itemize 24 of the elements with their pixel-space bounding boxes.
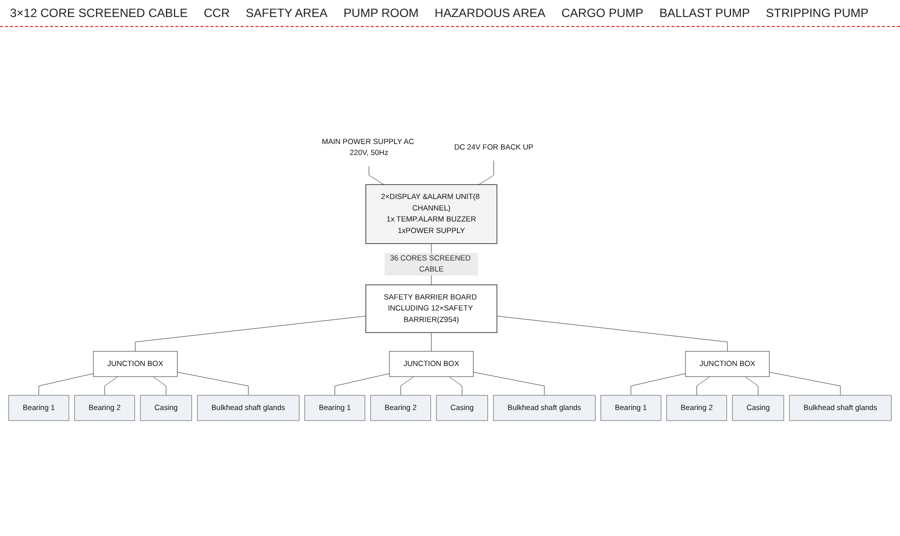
connector [696,376,710,396]
connector [744,376,758,396]
label-text: PUMP ROOM [344,6,419,20]
connector [431,332,432,352]
connector [400,376,414,396]
connector [769,372,841,396]
label-text: 3×12 CORE SCREENED CABLE [10,6,188,20]
label-text: SAFETY AREA [246,6,328,20]
label-text: BALLAST PUMP [659,6,750,20]
connector [135,316,366,352]
connector [152,376,166,396]
connector [368,166,384,185]
connector [496,316,728,352]
connector [104,376,118,396]
connector [448,376,462,396]
connector [38,373,94,396]
label-text: STRIPPING PUMP [766,6,869,20]
connector [473,372,545,396]
connector [334,373,390,396]
label-text: CCR [204,6,230,20]
connector [630,373,686,396]
label-text: HAZARDOUS AREA [434,6,546,20]
connector [177,372,248,396]
label-text: CARGO PUMP [561,6,644,20]
